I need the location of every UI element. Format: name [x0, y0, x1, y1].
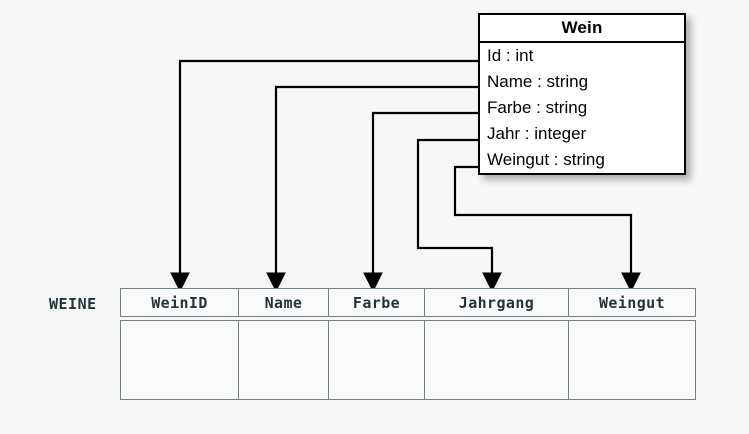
column-header-weinid: WeinID — [121, 289, 239, 316]
connector-jahr-to-jahrgang — [416, 138, 502, 293]
table-cell-farbe — [329, 321, 425, 399]
table-cell-weinid — [121, 321, 239, 399]
connector-name-to-name — [266, 85, 478, 293]
uml-class-title: Wein — [480, 15, 684, 43]
connector-farbe-to-farbe — [363, 111, 478, 293]
uml-attribute-jahr: Jahr : integer — [487, 124, 587, 143]
relation-table: WeinID Name Farbe Jahrgang Weingut — [120, 288, 696, 400]
uml-class-box: Wein Id : int Name : string Farbe : stri… — [478, 13, 686, 175]
table-header-row: WeinID Name Farbe Jahrgang Weingut — [120, 288, 696, 317]
uml-attribute-id: Id : int — [487, 46, 534, 65]
column-header-weingut: Weingut — [569, 289, 696, 316]
relation-name-label: WEINE — [49, 295, 97, 313]
uml-attribute-weingut: Weingut : string — [487, 150, 605, 169]
connector-weingut-to-weingut — [453, 165, 641, 293]
column-header-name: Name — [239, 289, 329, 316]
table-cell-name — [239, 321, 329, 399]
table-cell-weingut — [569, 321, 696, 399]
uml-attribute-list: Id : int Name : string Farbe : string Ja… — [480, 43, 684, 173]
column-header-jahrgang: Jahrgang — [425, 289, 569, 316]
uml-attribute-name: Name : string — [487, 72, 589, 91]
column-header-farbe: Farbe — [329, 289, 425, 316]
table-cell-jahrgang — [425, 321, 569, 399]
connector-id-to-weinid — [170, 59, 478, 293]
uml-attribute-farbe: Farbe : string — [487, 98, 588, 117]
table-body-row — [120, 320, 696, 400]
